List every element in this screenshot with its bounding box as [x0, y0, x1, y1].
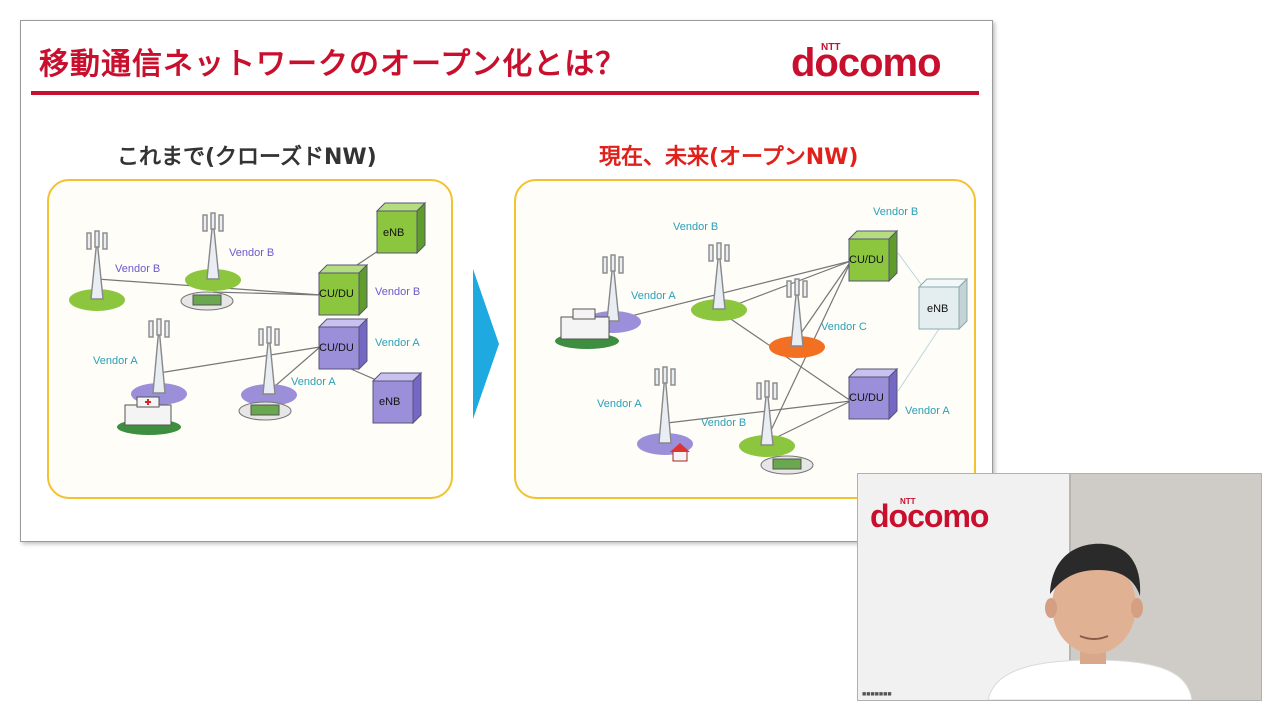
- cudu-label: CU/DU: [319, 342, 354, 354]
- antenna-tower-icon: [786, 278, 808, 347]
- slide-title: 移動通信ネットワークのオープン化とは？: [39, 47, 627, 82]
- right-enb-links: [897, 252, 940, 392]
- enb-label: eNB: [379, 396, 401, 408]
- vendor-label: Vendor A: [93, 355, 138, 367]
- wall-ntt-logo: NTT: [900, 497, 916, 506]
- open-nw-heading: 現在、未来(オープンNW): [599, 145, 859, 170]
- stadium-icon: [238, 401, 292, 421]
- house-icon: [670, 443, 690, 462]
- presenter-video-tile: NTT docomo ■■■■■■■: [857, 473, 1262, 701]
- closed-nw-heading: これまで(クローズドNW): [117, 145, 377, 170]
- presenter-video-frame: [858, 474, 1261, 700]
- coverage-disc: [739, 435, 795, 457]
- antenna-tower-icon: [708, 242, 730, 310]
- vendor-label: Vendor A: [905, 405, 950, 417]
- cudu-box-top: [317, 263, 369, 317]
- enb-box-bottom: [371, 371, 423, 425]
- coverage-disc: [185, 269, 241, 291]
- participant-name-tag: ■■■■■■■: [862, 691, 892, 698]
- enb-label: eNB: [383, 227, 405, 239]
- vendor-label: Vendor B: [873, 206, 919, 218]
- vendor-label: Vendor B: [673, 221, 719, 233]
- stadium-icon: [760, 455, 814, 475]
- cudu-box-bottom: [847, 367, 899, 421]
- wall-docomo-logo: docomo: [870, 498, 989, 534]
- vendor-label: Vendor A: [597, 398, 642, 410]
- antenna-tower-icon: [756, 380, 778, 446]
- vendor-label: Vendor A: [291, 376, 336, 388]
- cudu-label: CU/DU: [849, 254, 884, 266]
- hospital-icon: [117, 396, 181, 435]
- vendor-label: Vendor C: [821, 321, 867, 333]
- hospital-icon: [555, 308, 619, 349]
- cudu-box-top: [847, 229, 899, 283]
- closed-nw-diagram: [69, 201, 969, 475]
- vendor-label: Vendor B: [229, 247, 275, 259]
- vendor-label: Vendor A: [375, 337, 420, 349]
- vendor-label: Vendor B: [375, 286, 421, 298]
- vendor-label: Vendor B: [701, 417, 747, 429]
- stadium-icon: [180, 291, 234, 311]
- antenna-tower-icon: [258, 326, 280, 395]
- coverage-disc: [691, 299, 747, 321]
- enb-box-top: [375, 201, 427, 255]
- enb-box: [917, 277, 969, 331]
- coverage-disc: [69, 289, 125, 311]
- presentation-slide: 移動通信ネットワークのオープン化とは？ NTT docomo これまで(クローズ…: [20, 20, 993, 542]
- vendor-label: Vendor B: [115, 263, 161, 275]
- ntt-logo-text: NTT: [821, 42, 841, 53]
- antenna-tower-icon: [602, 254, 624, 322]
- cudu-label: CU/DU: [319, 288, 354, 300]
- antenna-tower-icon: [654, 366, 676, 444]
- title-divider: [31, 91, 979, 95]
- presenter-person-icon: [987, 543, 1193, 700]
- antenna-tower-icon: [86, 230, 108, 300]
- transition-arrow-icon: [473, 269, 499, 419]
- cudu-box-bottom: [317, 317, 369, 371]
- antenna-tower-icon: [202, 212, 224, 280]
- docomo-logo: docomo: [791, 41, 942, 85]
- coverage-disc: [241, 384, 297, 406]
- cudu-label: CU/DU: [849, 392, 884, 404]
- vendor-label: Vendor A: [631, 290, 676, 302]
- antenna-tower-icon: [148, 318, 170, 394]
- coverage-disc: [769, 336, 825, 358]
- enb-label: eNB: [927, 303, 949, 315]
